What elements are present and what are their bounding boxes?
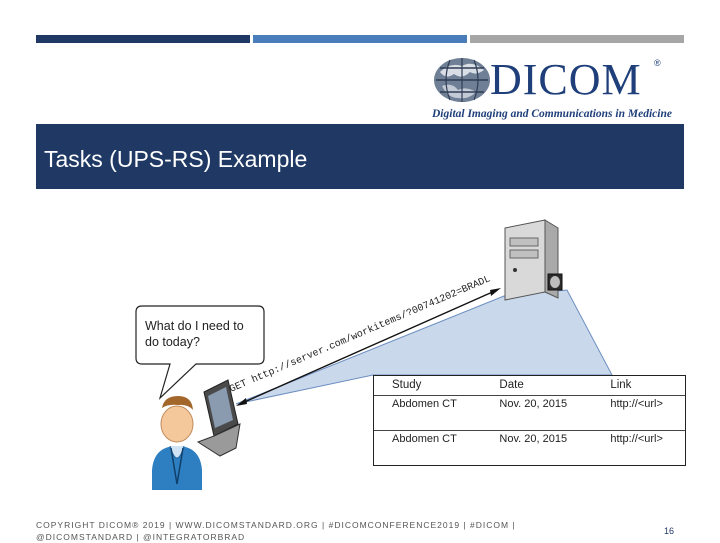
bubble-text: What do I need to do today? xyxy=(145,319,244,349)
accent-bar-blue xyxy=(253,35,467,43)
logo-wordmark: DICOM xyxy=(490,55,642,104)
page-number: 16 xyxy=(664,526,675,536)
link-cell[interactable]: http://<url> xyxy=(610,432,663,445)
accent-bar-dark xyxy=(36,35,250,43)
date-cell: Nov. 20, 2015 xyxy=(499,397,568,410)
server-icon xyxy=(504,219,559,301)
study-cell: Abdomen CT xyxy=(392,397,457,410)
footer-text: COPYRIGHT DICOM® 2019 | WWW.DICOMSTANDAR… xyxy=(36,520,516,542)
column-header-date: Date xyxy=(499,379,524,391)
column-header-link: Link xyxy=(610,379,632,391)
table-row: Abdomen CT Nov. 20, 2015 http://<url> xyxy=(374,395,685,430)
accent-bar-gray xyxy=(470,35,684,43)
title-band: Tasks (UPS-RS) Example xyxy=(36,124,684,189)
speech-bubble xyxy=(135,305,265,400)
column-header-study: Study xyxy=(392,379,422,391)
laptop-icon xyxy=(196,379,241,457)
slide-title: Tasks (UPS-RS) Example xyxy=(44,146,308,172)
study-cell: Abdomen CT xyxy=(392,432,457,445)
logo-tagline: Digital Imaging and Communications in Me… xyxy=(432,108,672,120)
date-cell: Nov. 20, 2015 xyxy=(499,432,568,445)
worklist-table: Study Date Link Abdomen CT Nov. 20, 2015… xyxy=(373,375,686,466)
link-cell[interactable]: http://<url> xyxy=(610,397,663,410)
response-beam xyxy=(235,289,613,405)
request-arrow xyxy=(236,288,501,406)
table-row: Abdomen CT Nov. 20, 2015 http://<url> xyxy=(374,430,685,465)
globe-icon xyxy=(434,58,490,102)
dicom-logo: DICOM ® Digital Imaging and Communicatio… xyxy=(432,52,684,124)
registered-mark: ® xyxy=(654,58,661,68)
user-avatar-icon xyxy=(152,396,202,490)
